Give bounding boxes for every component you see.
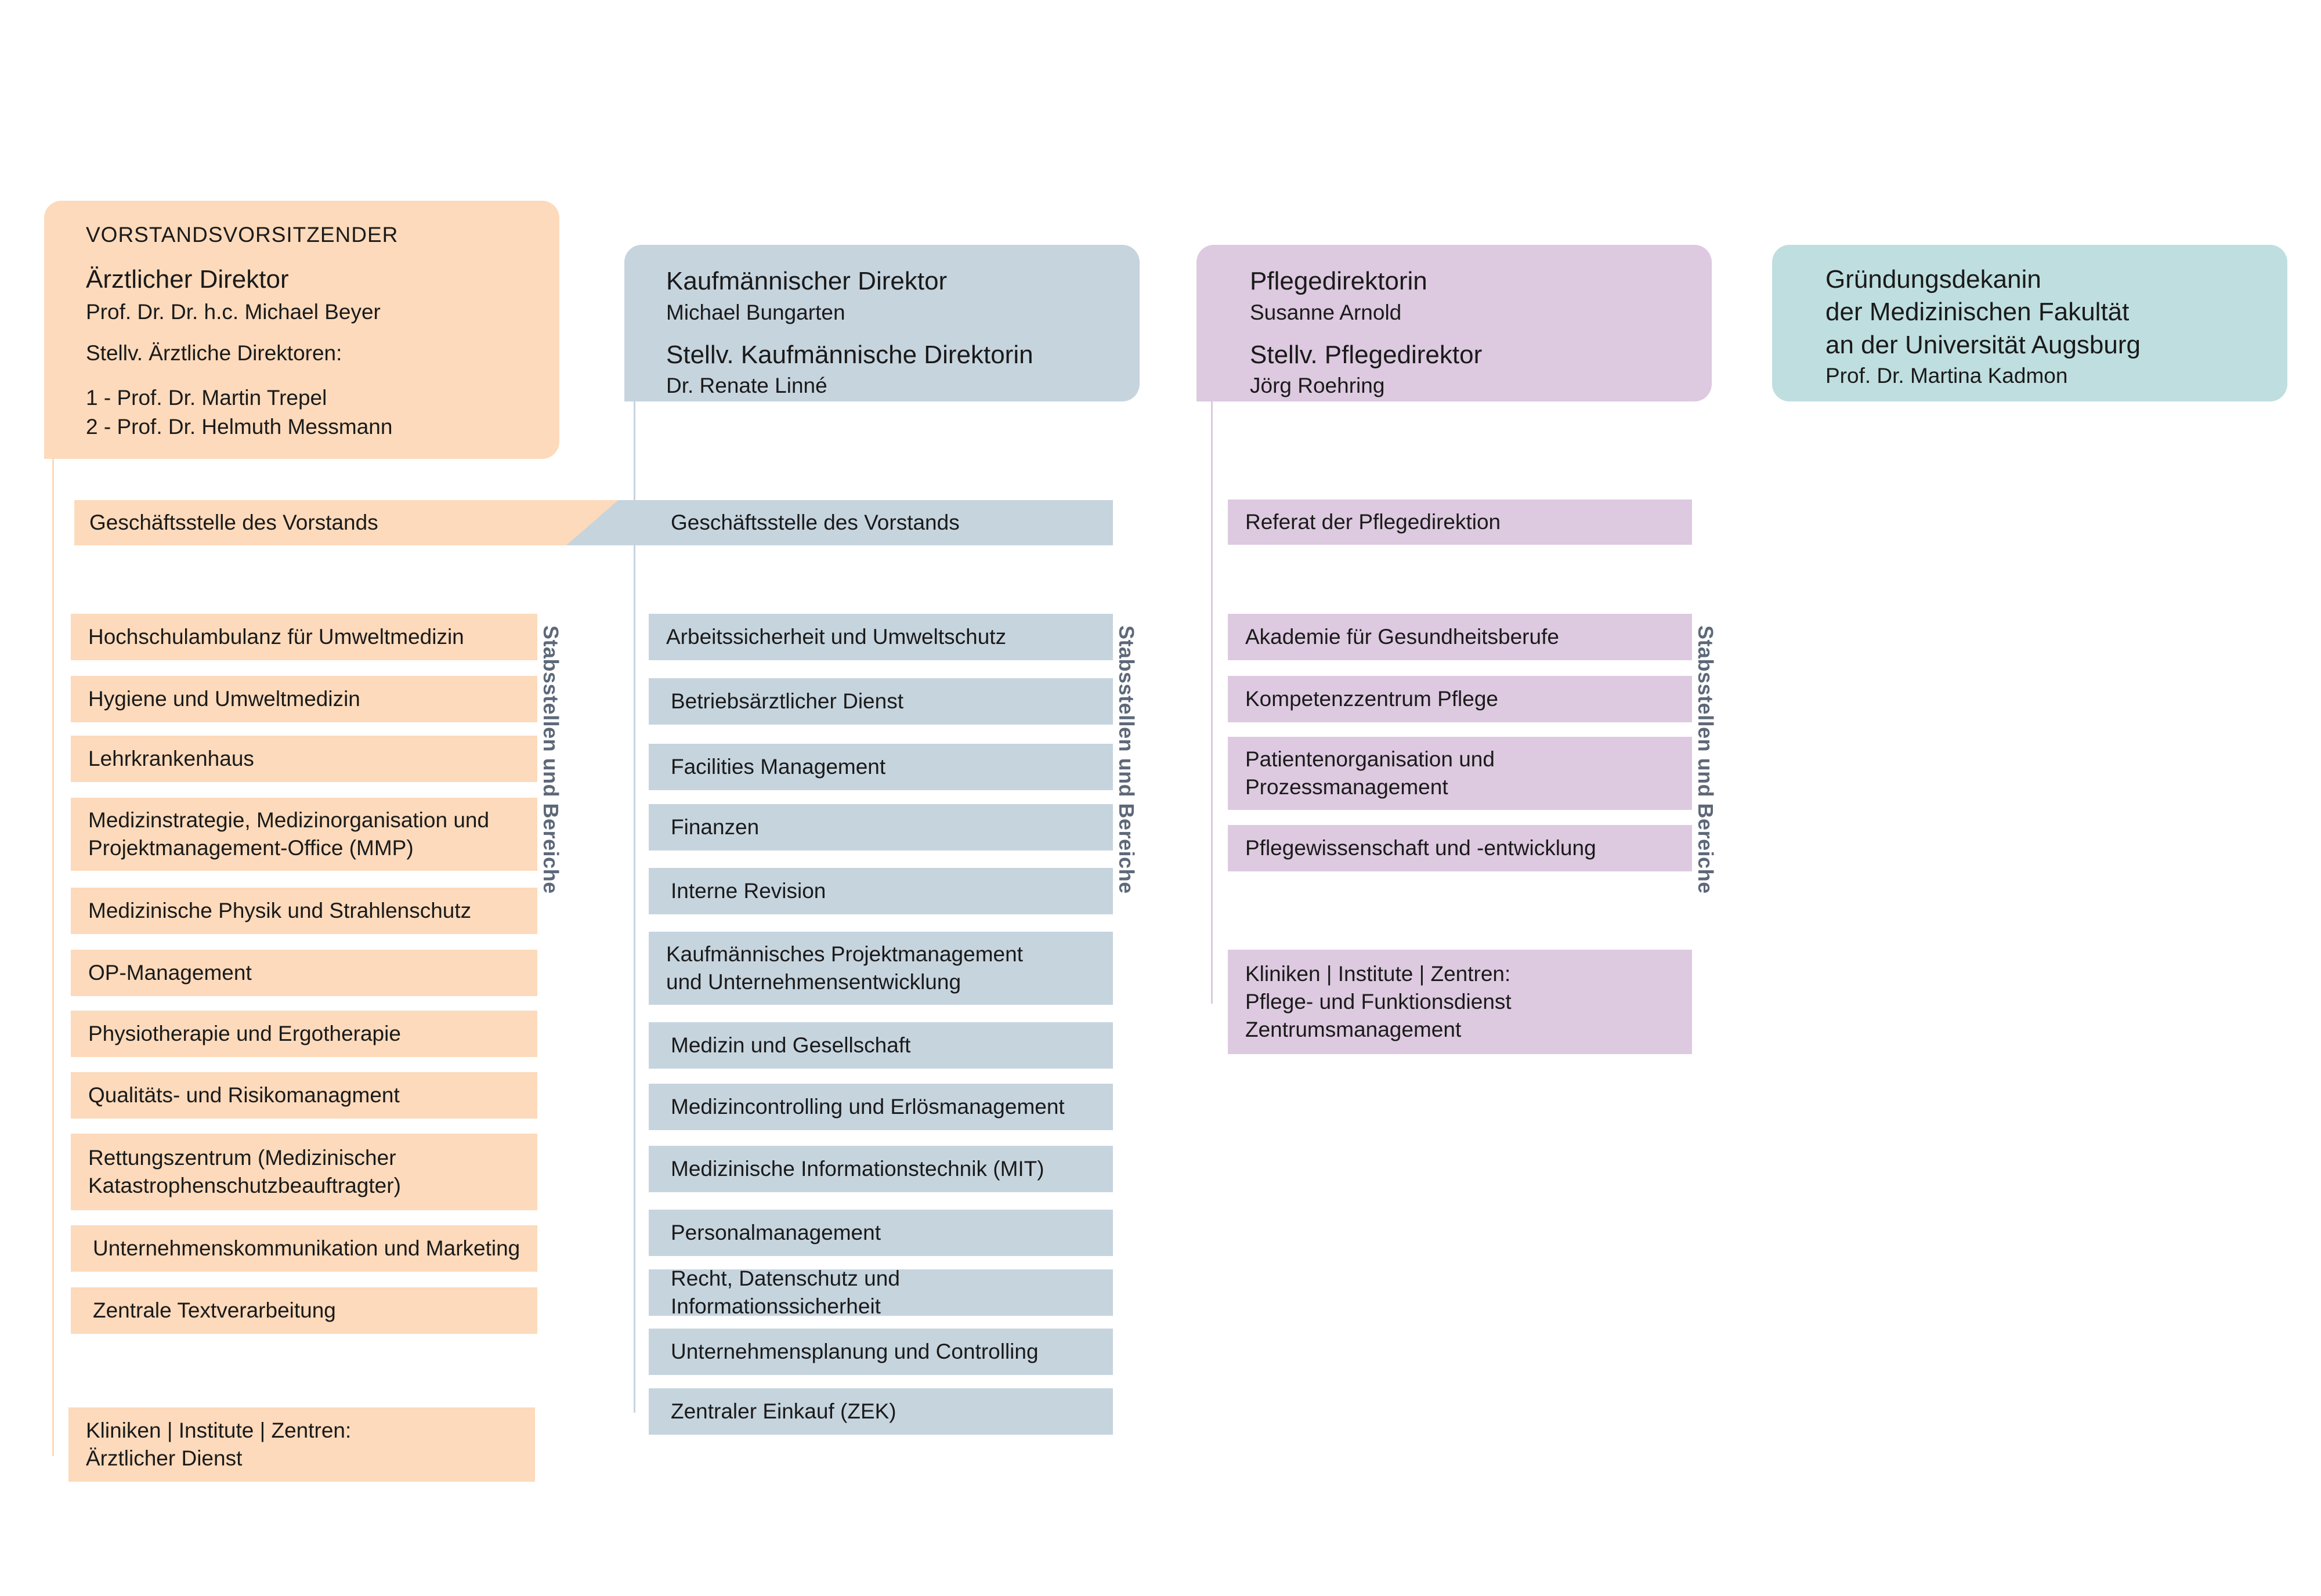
- kaufm-unit: Medizinische Informationstechnik (MIT): [649, 1146, 1113, 1192]
- pflege-deputy-name: Jörg Roehring: [1250, 374, 1385, 398]
- vorstand-unit: Hygiene und Umweltmedizin: [71, 676, 537, 722]
- dekanat-header-box: Gründungsdekanin der Medizinischen Fakul…: [1772, 245, 2287, 401]
- vorstand-unit: Qualitäts- und Risikomanagment: [71, 1072, 537, 1119]
- vorstand-office-box: [74, 500, 620, 545]
- vorstand-name: Prof. Dr. Dr. h.c. Michael Beyer: [86, 299, 381, 324]
- kaufm-header-box: Kaufmännischer Direktor Michael Bungarte…: [624, 245, 1140, 401]
- pflege-clinics-box: Kliniken | Institute | Zentren: Pflege- …: [1228, 950, 1692, 1054]
- pflege-title: Pflegedirektorin: [1250, 267, 1427, 295]
- kaufm-side-label: Stabsstellen und Bereiche: [1115, 625, 1138, 894]
- kaufm-deputy-name: Dr. Renate Linné: [666, 374, 827, 398]
- kaufm-office-box: [566, 500, 1113, 545]
- kaufm-unit: Arbeitssicherheit und Umweltschutz: [649, 614, 1113, 660]
- kaufm-deputy-title: Stellv. Kaufmännische Direktorin: [666, 340, 1033, 369]
- kaufm-office-label: Geschäftsstelle des Vorstands: [671, 510, 960, 534]
- vorstand-title: Ärztlicher Direktor: [86, 265, 289, 294]
- vorstand-unit: Medizinische Physik und Strahlenschutz: [71, 888, 537, 934]
- pflege-unit: Pflegewissenschaft und -entwicklung: [1228, 825, 1692, 871]
- pflege-header-box: Pflegedirektorin Susanne Arnold Stellv. …: [1196, 245, 1712, 401]
- pflege-unit: Patientenorganisation und Prozessmanagem…: [1228, 737, 1692, 810]
- pflege-deputy-title: Stellv. Pflegedirektor: [1250, 340, 1483, 369]
- pflege-name: Susanne Arnold: [1250, 300, 1402, 324]
- kaufm-unit: Personalmanagement: [649, 1210, 1113, 1256]
- dekanat-name: Prof. Dr. Martina Kadmon: [1825, 363, 2068, 388]
- vorstand-header-box: VORSTANDSVORSITZENDER Ärztlicher Direkto…: [44, 201, 559, 459]
- vorstand-clinics-box: Kliniken | Institute | Zentren: Ärztlich…: [68, 1407, 535, 1482]
- kaufm-unit: Finanzen: [649, 804, 1113, 851]
- connector-kaufm-vertical: [634, 400, 635, 1413]
- pflege-unit: Akademie für Gesundheitsberufe: [1228, 614, 1692, 660]
- kaufm-unit: Zentraler Einkauf (ZEK): [649, 1388, 1113, 1435]
- vorstand-top-label: VORSTANDSVORSITZENDER: [86, 223, 399, 247]
- pflege-side-label: Stabsstellen und Bereiche: [1694, 625, 1718, 894]
- kaufm-unit: Medizincontrolling und Erlösmanagement: [649, 1084, 1113, 1130]
- vorstand-unit: Hochschulambulanz für Umweltmedizin: [71, 614, 537, 660]
- vorstand-unit: Zentrale Textverarbeitung: [71, 1287, 537, 1334]
- pflege-office-box: Referat der Pflegedirektion: [1228, 500, 1692, 545]
- vorstand-unit: Medizinstrategie, Medizinorganisation un…: [71, 798, 537, 871]
- vorstand-deputies: 1 - Prof. Dr. Martin Trepel 2 - Prof. Dr…: [86, 386, 393, 439]
- kaufm-unit: Betriebsärztlicher Dienst: [649, 678, 1113, 725]
- vorstand-office-label: Geschäftsstelle des Vorstands: [89, 510, 378, 534]
- kaufm-unit: Recht, Datenschutz und Informationssiche…: [649, 1266, 1113, 1318]
- kaufm-unit: Interne Revision: [649, 868, 1113, 914]
- dekanat-title: Gründungsdekanin der Medizinischen Fakul…: [1825, 265, 2141, 359]
- connector-pflege-vertical: [1211, 400, 1213, 1004]
- vorstand-side-label: Stabsstellen und Bereiche: [539, 625, 563, 894]
- connector-vorstand-vertical: [52, 458, 54, 1456]
- vorstand-unit: Physiotherapie und Ergotherapie: [71, 1011, 537, 1057]
- kaufm-name: Michael Bungarten: [666, 300, 845, 324]
- kaufm-title: Kaufmännischer Direktor: [666, 267, 948, 295]
- vorstand-unit: Lehrkrankenhaus: [71, 736, 537, 782]
- vorstand-unit: Rettungszentrum (Medizinischer Katastrop…: [71, 1134, 537, 1210]
- vorstand-deputies-label: Stellv. Ärztliche Direktoren:: [86, 341, 342, 365]
- kaufm-unit: Medizin und Gesellschaft: [649, 1022, 1113, 1069]
- kaufm-unit: Kaufmännisches Projektmanagement und Unt…: [649, 932, 1113, 1005]
- pflege-unit: Kompetenzzentrum Pflege: [1228, 676, 1692, 722]
- vorstand-unit: Unternehmenskommunikation und Marketing: [71, 1225, 537, 1272]
- vorstand-unit: OP-Management: [71, 950, 537, 996]
- kaufm-unit: Facilities Management: [649, 744, 1113, 790]
- kaufm-unit: Unternehmensplanung und Controlling: [649, 1329, 1113, 1375]
